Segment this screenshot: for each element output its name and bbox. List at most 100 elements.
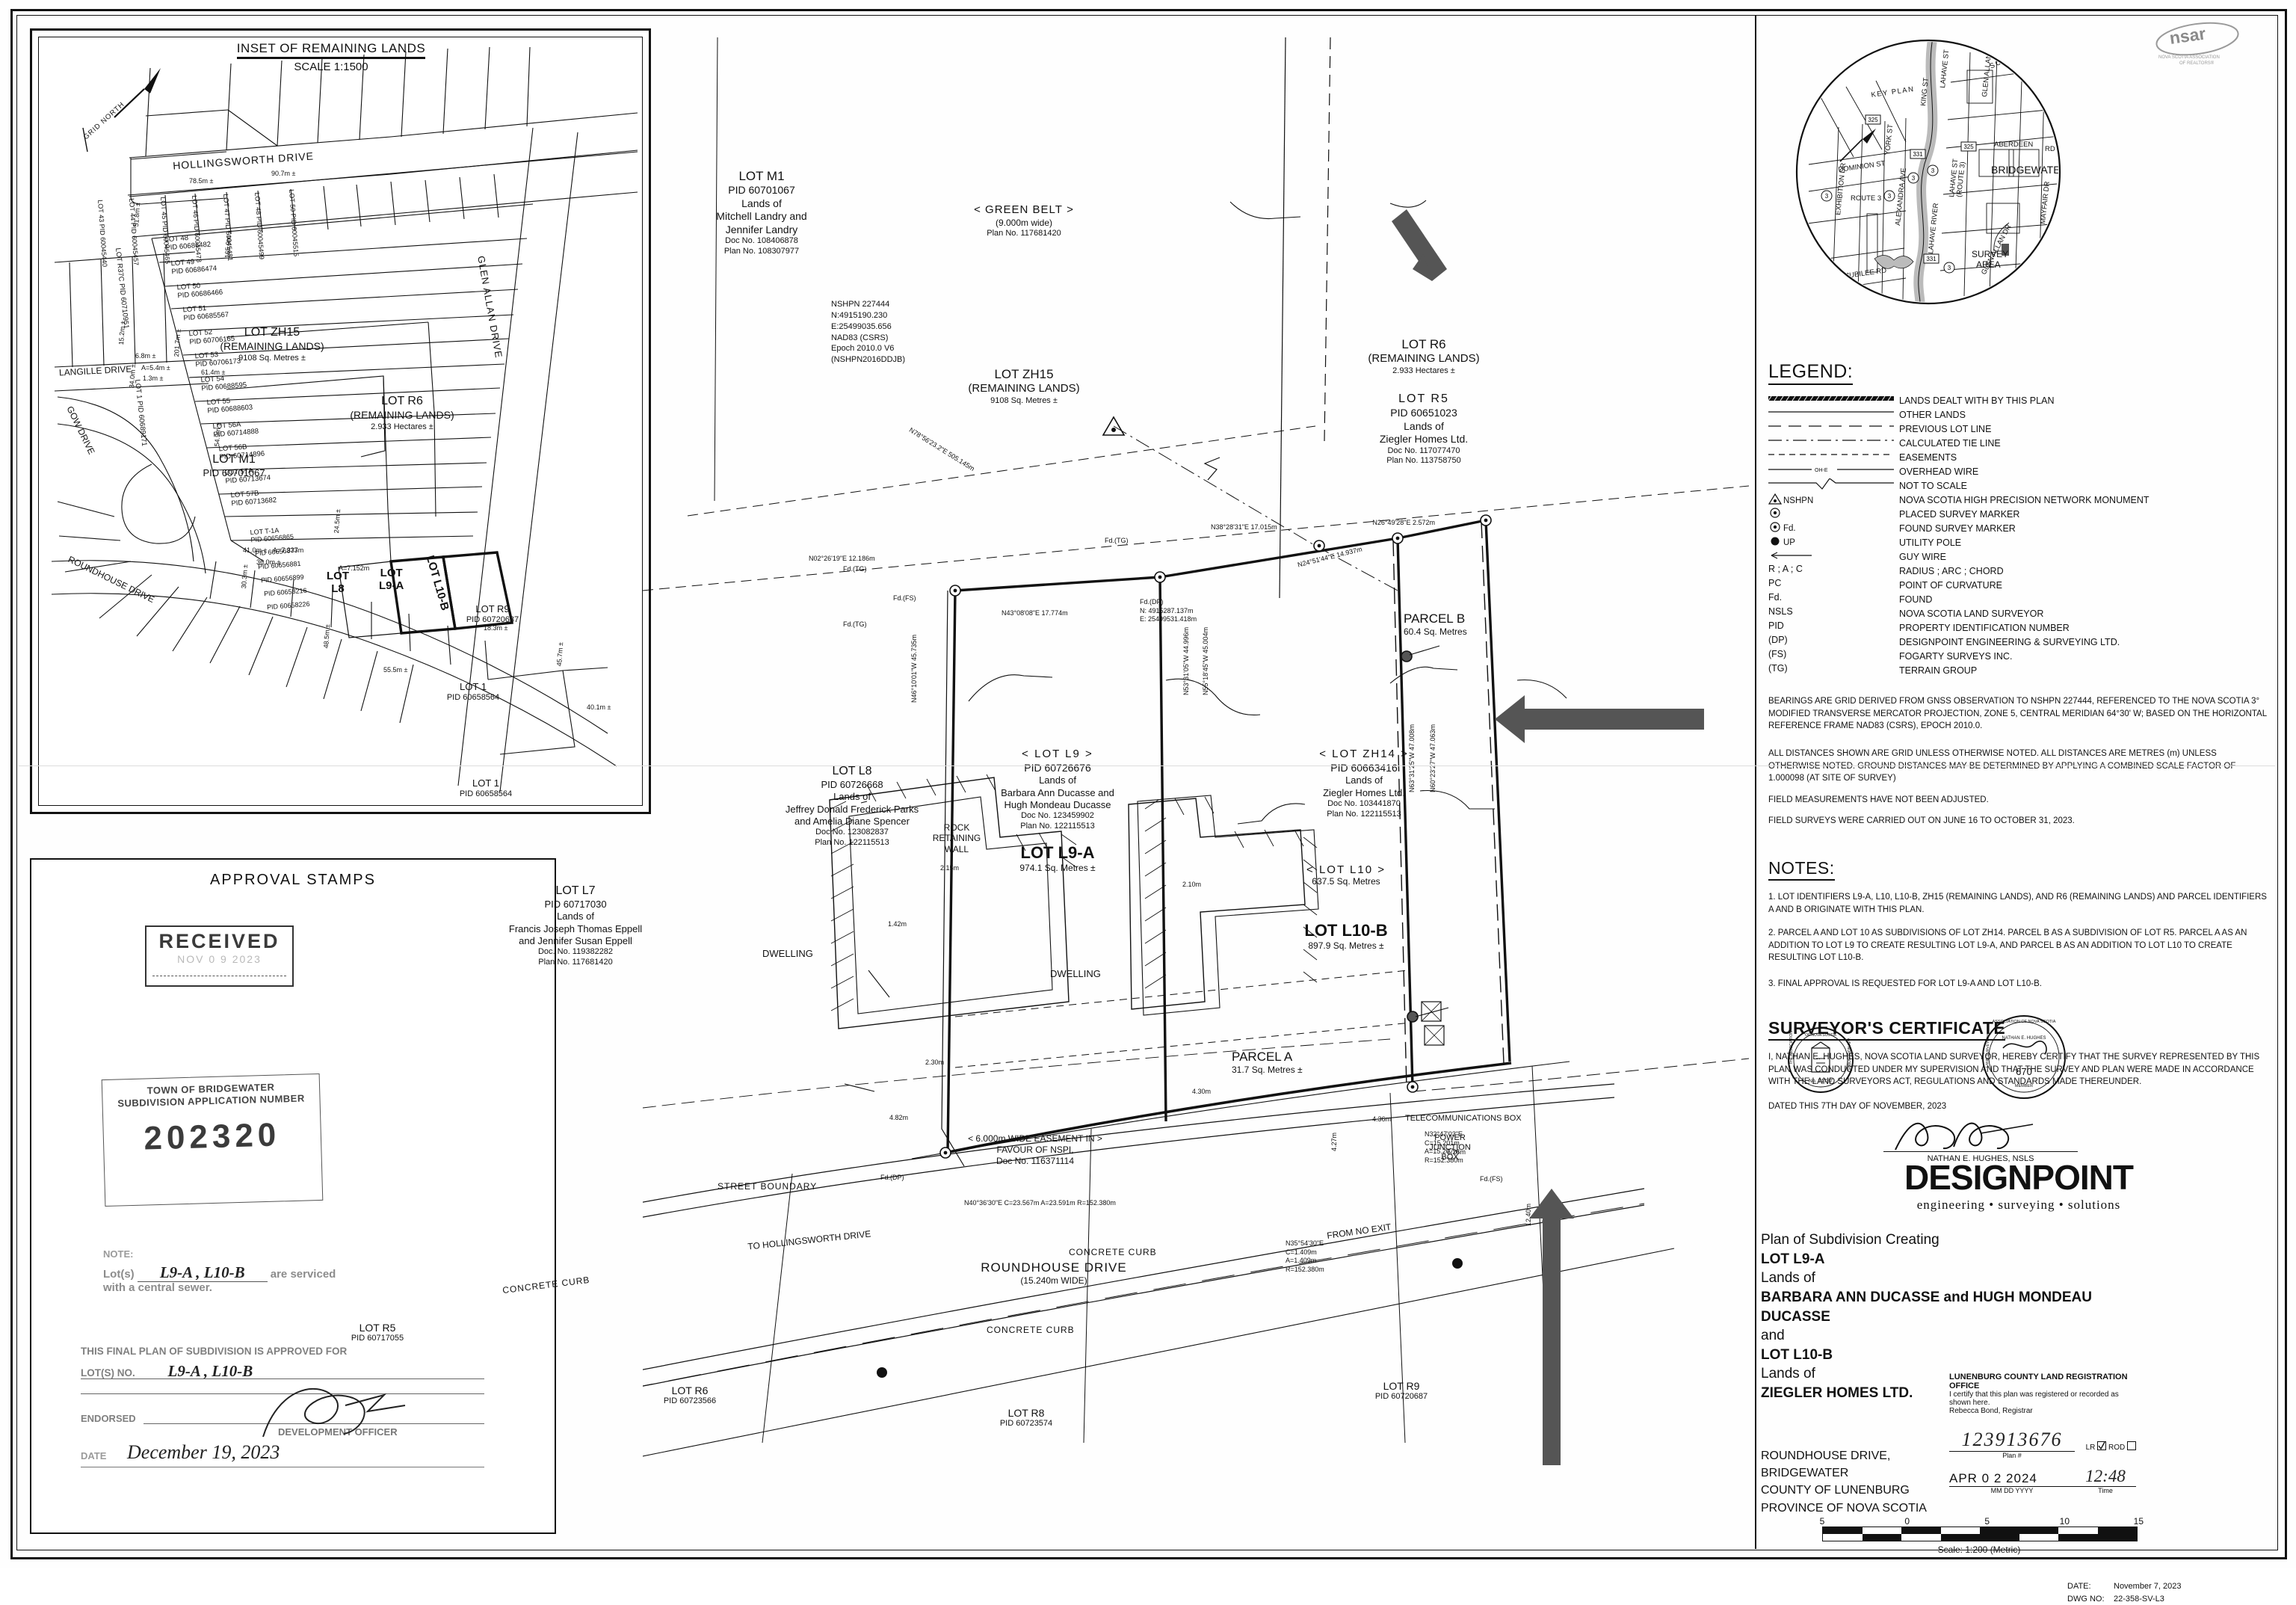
svg-text:325: 325 [1868,117,1878,123]
svg-text:331: 331 [1926,256,1937,262]
legend-item-pid: PID PROPERTY IDENTIFICATION NUMBER [1768,620,2277,635]
registry-lr-checkbox[interactable] [2097,1441,2106,1450]
town-stamp-number: 202320 [103,1115,321,1159]
bearing-n26: N26°49'28"E 2.572m [1353,519,1435,526]
circle-dot-icon [1768,507,1899,521]
svg-text:MEMBER: MEMBER [2015,1084,2033,1088]
main-lot-r6-bottom: LOT R6 PID 60723566 [626,1384,753,1405]
marker-fd-dp-2: Fd.(DP) [880,1174,904,1181]
legend-item-lands-dealt: LANDS DEALT WITH BY THIS PLAN [1768,393,2277,407]
titleblock-lot2: LOT L10-B [1761,1346,2277,1365]
scale-bar-group: 5 0 5 10 15 Scale: 1:200 (Metric) [1815,1516,2144,1555]
legend-item-rac: R ; A ; C RADIUS ; ARC ; CHORD [1768,564,2277,578]
scale-tick-3: 10 [1990,1516,2070,1527]
svg-text:ROUTE 3: ROUTE 3 [1851,194,1881,203]
titleblock-location-4: PROVINCE OF NOVA SCOTIA [1761,1500,1927,1517]
bearing-curve-1: N40°36'30"E C=23.567m A=23.591m R=152.38… [964,1199,1116,1207]
inset-dim-a7337: A=7.337m [273,546,303,554]
legend-field-note-2: FIELD SURVEYS WERE CARRIED OUT ON JUNE 1… [1768,815,2269,828]
offset-482: 4.82m [889,1114,908,1121]
inset-lot-r9: LOT R9 PID 60720687 [448,603,537,626]
svg-text:OF REALTORS®: OF REALTORS® [2179,61,2215,66]
inset-lot-zh15: LOT ZH15 (REMAINING LANDS) 9108 Sq. Metr… [186,325,358,363]
development-officer-signature [256,1376,420,1458]
main-lot-r9-bottom: LOT R9 PID 60720687 [1338,1380,1465,1401]
text-PC-icon: PC [1768,578,1899,592]
designpoint-logo: DESIGNPOINT [1761,1157,2277,1198]
marker-fd-tg-1: Fd.(TG) [1105,537,1129,544]
offset-1240: 12.40m [1525,1204,1532,1226]
svg-text:NSHPN: NSHPN [1783,496,1813,505]
note-lots-handwritten: L9-A , L10-B [138,1263,268,1282]
titleblock-lot1: LOT L9-A [1761,1250,2277,1269]
marker-fd-fs-1: Fd.(FS) [893,594,916,602]
svg-text:AREA: AREA [1976,259,2001,270]
main-concrete-curb-1: CONCRETE CURB [1069,1247,1157,1257]
main-lot-l10b: LOT L10-B 897.9 Sq. Metres ± [1275,921,1417,951]
offset-230: 2.30m [925,1059,944,1066]
notes-item-1: 1. LOT IDENTIFIERS L9-A, L10, L10-B, ZH1… [1768,891,2269,916]
text-DP-icon: (DP) [1768,635,1899,649]
hatched-band-icon [1768,393,1899,407]
titleblock-lands-of-1: Lands of [1761,1269,2277,1288]
designpoint-tagline: engineering • surveying • solutions [1761,1198,2277,1213]
titleblock-date-label: DATE: [2067,1580,2114,1593]
received-stamp-date: NOV 0 9 2023 [146,953,292,965]
svg-text:SURVEY: SURVEY [1972,249,2008,259]
registry-rod-checkbox[interactable] [2127,1441,2136,1450]
nsar-watermark: nsar NOVA SCOTIA ASSOCIATION OF REALTORS… [2152,16,2280,70]
main-green-belt: < GREEN BELT > (9.000m wide) Plan No. 11… [949,203,1099,239]
marker-fd-tg-3: Fd.(TG) [843,620,867,628]
legend-item-dp: (DP) DESIGNPOINT ENGINEERING & SURVEYING… [1768,635,2277,649]
svg-text:OF NOVA SCOTIA: OF NOVA SCOTIA [1805,1033,1837,1038]
main-parcel-b: PARCEL B 60.4 Sq. Metres [1404,611,1467,637]
marker-fd-fs-2: Fd.(FS) [1480,1175,1503,1183]
inset-lot-r6: LOT R6 (REMAINING LANDS) 2.933 Hectares … [316,394,488,432]
titleblock-location-1: ROUNDHOUSE DRIVE, [1761,1447,1927,1464]
registry-plan-label: Plan # [1949,1452,2075,1459]
svg-text:3: 3 [1948,265,1951,271]
circle-dot-fd-icon: Fd. [1768,521,1899,535]
titleblock-plan-line: Plan of Subdivision Creating [1761,1230,2277,1250]
registry-time-label: Time [2075,1487,2136,1494]
surveyor-signature [1891,1114,2055,1159]
legend-item-calculated-tie-line: CALCULATED TIE LINE [1768,436,2277,450]
scale-tick-0: 5 [1815,1516,1830,1527]
inset-dim-6-8: 6.8m ± [135,352,155,360]
bearing-n38: N38°28'31"E 17.015m [1211,523,1277,531]
inset-dim-a7152: A=7.152m [339,564,369,572]
svg-text:SCALE 1 : 25,000: SCALE 1 : 25,000 [1988,37,2063,71]
solid-line-icon [1768,407,1899,422]
approval-lots-handwritten: L9-A , L10-B [138,1362,253,1380]
offset-210: 2.10m [1182,881,1201,888]
inset-panel: INSET OF REMAINING LANDS SCALE 1:1500 GR… [30,28,651,814]
inset-dim-1-3: 1.3m ± [143,375,163,382]
bearing-n55: N55°18'45"W 45.004m [1202,627,1209,695]
registry-time: 12:48 [2085,1467,2126,1485]
inset-dim-55-5: 55.5m ± [383,666,407,674]
offset-436: 4.36m [1372,1115,1391,1123]
svg-text:BRIDGEWATER: BRIDGEWATER [1991,164,2063,176]
text-FS-icon: (FS) [1768,649,1899,663]
main-roundhouse-drive: ROUNDHOUSE DRIVE (15.240m WIDE) [934,1260,1173,1286]
main-lot-l10: < LOT L10 > 637.5 Sq. Metres [1275,863,1417,887]
note-label: NOTE: [103,1248,133,1260]
legend-item-easements: EASEMENTS [1768,450,2277,464]
legend-bearings-note: BEARINGS ARE GRID DERIVED FROM GNSS OBSE… [1768,695,2269,733]
offset-215: 2.15m [940,864,959,872]
legend-item-not-to-scale: NOT TO SCALE [1768,478,2277,493]
registry-certify: I certify that this plan was registered … [1949,1390,2136,1407]
bearing-n63: N63°31'25"W 47.008m [1408,724,1416,792]
main-nspi-easement: < 6.000m WIDE EASEMENT IN > FAVOUR OF NS… [927,1133,1144,1167]
registry-office: LUNENBURG COUNTY LAND REGISTRATION OFFIC… [1949,1373,2136,1390]
main-nshpn-block: NSHPN 227444 N:4915190.230 E:25499035.65… [831,299,905,366]
registry-date-format: MM DD YYYY [1949,1487,2075,1494]
main-lot-r5: LOT R5 PID 60651023 Lands of Ziegler Hom… [1338,392,1510,466]
main-concrete-curb-3: CONCRETE CURB [987,1325,1075,1335]
received-stamp-word: RECEIVED [146,930,292,953]
legend-distances-note: ALL DISTANCES SHOWN ARE GRID UNLESS OTHE… [1768,748,2269,785]
svg-text:325: 325 [1963,144,1974,150]
inset-dim-41-0: 41.0m ± [243,546,267,554]
inset-dim-a54: A=5.4m ± [141,364,170,372]
inset-dim-61-4: 61.4m ± [201,369,225,376]
